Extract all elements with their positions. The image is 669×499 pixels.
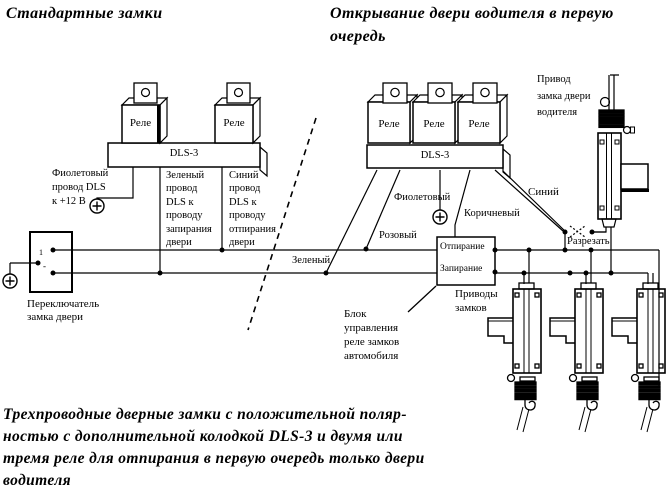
right-dls3-module — [366, 82, 511, 180]
green-wire-tag: Зеленый — [292, 255, 331, 266]
switch-position-2: - — [43, 261, 46, 271]
blue-wire-label: Синий провод DLS к проводу отпирания две… — [229, 170, 276, 248]
cut-here-label: Разрезать — [567, 236, 610, 247]
relay-label: Реле — [378, 118, 400, 130]
door-lock-switch-box — [9, 231, 73, 293]
control-unit-caption: Блок управления реле замков автомобиля — [344, 308, 400, 362]
door-lock-switch-label: Переключатель замка двери — [27, 298, 100, 324]
relay-label: Реле — [423, 118, 445, 130]
relay-label: Реле — [468, 118, 490, 130]
pink-wire-tag: Розовый — [379, 230, 417, 241]
violet-wire-label: Фиолетовый провод DLS к +12 В — [52, 168, 109, 207]
title-driver-first: Открывание двери водителя в первую очере… — [330, 6, 614, 45]
right-dls3-wires — [325, 169, 568, 274]
control-unit-unlock-label: Отпирание — [440, 242, 485, 252]
control-unit-lock-label: Запирание — [440, 264, 483, 274]
blue-wire-tag: Синий — [528, 186, 559, 198]
relay-label: Реле — [129, 117, 152, 129]
brown-wire-tag: Коричневый — [464, 208, 520, 219]
plus-12v-icon — [2, 273, 18, 289]
door-lock-actuator — [611, 273, 666, 433]
violet-wire-tag: Фиолетовый — [394, 192, 451, 203]
control-unit-box — [407, 236, 498, 313]
left-dls3-module — [107, 82, 268, 178]
lock-actuators-caption: Приводы замков — [455, 288, 498, 314]
driver-actuator-caption: Привод замка двери водителя — [537, 74, 591, 118]
green-wire-label: Зеленый провод DLS к проводу запирания д… — [166, 170, 212, 248]
door-lock-actuator — [487, 247, 542, 433]
switch-position-1: 1 — [39, 248, 43, 257]
dls3-connector-label: DLS-3 — [420, 150, 450, 161]
dls3-connector-label: DLS-3 — [169, 148, 199, 159]
door-lock-actuator — [549, 247, 604, 433]
title-driver-first-line2: очередь — [330, 28, 386, 45]
relay-label: Реле — [223, 117, 245, 129]
title-driver-first-line1: Открывание двери водителя в первую — [330, 5, 614, 22]
bottom-caption: Трехпроводные дверные замки с положитель… — [3, 406, 425, 489]
plus-12v-icon — [432, 209, 448, 225]
title-standard-locks: Стандартные замки — [6, 5, 163, 22]
driver-door-actuator — [592, 74, 649, 273]
dashed-divider — [247, 117, 317, 331]
